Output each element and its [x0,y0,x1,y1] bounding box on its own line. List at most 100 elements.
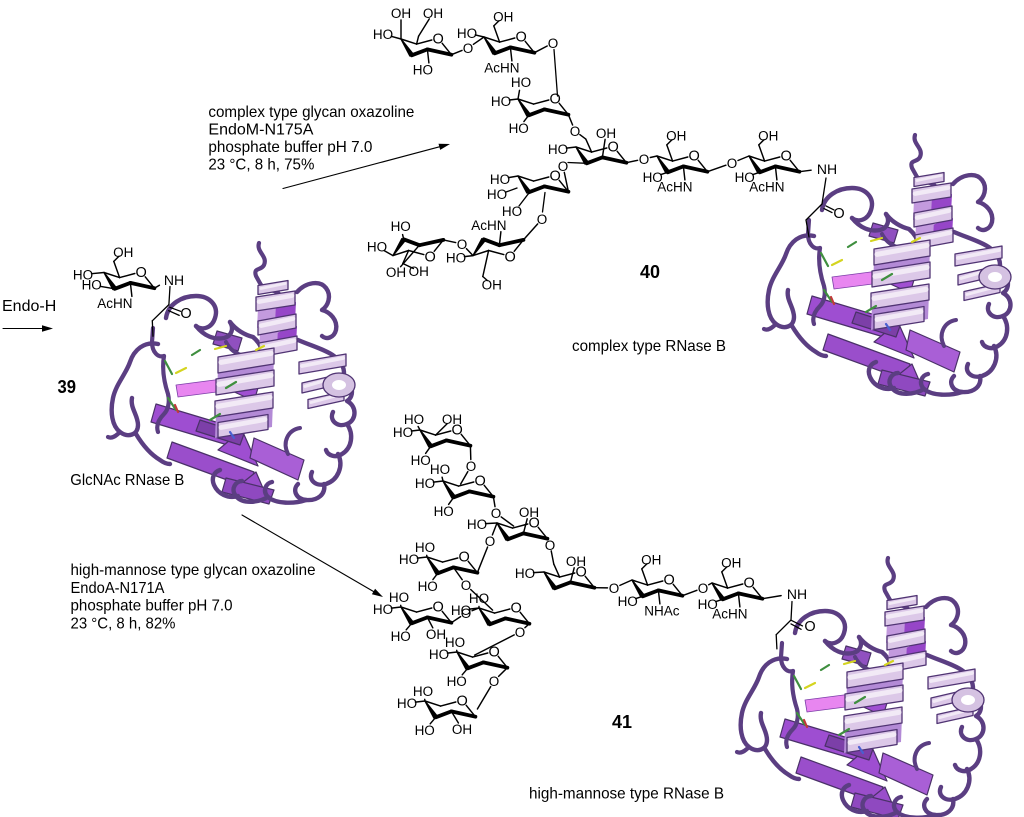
svg-text:O: O [570,124,581,139]
svg-text:O: O [456,694,467,710]
svg-text:O: O [485,534,496,549]
svg-text:O: O [489,674,500,689]
svg-text:O: O [432,32,443,48]
svg-text:HO: HO [643,170,663,185]
svg-text:OH: OH [758,128,778,143]
svg-text:OH: OH [641,552,661,567]
svg-text:HO: HO [397,696,417,711]
svg-text:AcHN: AcHN [97,296,132,311]
svg-text:40: 40 [640,262,660,282]
svg-text:O: O [698,581,709,596]
svg-text:HO: HO [490,172,510,187]
svg-text:high-mannose type RNase B: high-mannose type RNase B [529,786,724,803]
svg-text:AcHN: AcHN [471,218,506,233]
svg-text:HO: HO [404,412,424,427]
svg-text:O: O [491,506,502,521]
svg-text:OH: OH [493,9,513,24]
svg-text:O: O [639,152,650,167]
svg-text:O: O [575,565,586,581]
svg-text:OH: OH [566,554,586,569]
svg-text:HO: HO [415,476,435,491]
svg-text:O: O [180,306,191,322]
svg-text:O: O [451,423,462,439]
svg-text:HO: HO [413,62,433,77]
svg-text:O: O [833,206,844,222]
svg-text:HO: HO [73,267,93,282]
svg-text:NH: NH [817,161,837,177]
svg-text:OH: OH [423,6,443,21]
svg-text:O: O [549,169,560,185]
svg-text:O: O [515,30,526,46]
svg-text:O: O [461,578,472,593]
svg-text:OH: OH [721,555,741,570]
svg-text:OH: OH [113,245,133,260]
svg-text:OH: OH [386,265,406,280]
svg-text:HO: HO [446,251,466,266]
svg-text:HO: HO [735,170,755,185]
svg-text:O: O [515,625,526,640]
svg-text:O: O [548,36,559,51]
svg-text:O: O [528,516,539,532]
svg-text:HO: HO [445,635,465,650]
svg-text:complex type RNase B: complex type RNase B [572,338,726,355]
svg-text:HO: HO [451,603,471,618]
svg-text:41: 41 [612,712,632,732]
svg-text:O: O [607,140,618,156]
svg-text:O: O [688,149,699,165]
svg-text:O: O [743,576,754,592]
svg-text:HO: HO [82,278,102,293]
svg-text:O: O [504,250,515,266]
svg-text:HO: HO [509,121,529,136]
svg-text:OH: OH [391,6,411,21]
svg-text:OH: OH [666,128,686,143]
svg-text:23 °C, 8 h, 75%: 23 °C, 8 h, 75% [208,157,314,174]
svg-text:HO: HO [457,26,477,41]
svg-text:HO: HO [467,517,487,532]
svg-text:AcHN: AcHN [749,179,784,194]
svg-text:HO: HO [511,75,531,90]
svg-text:O: O [432,600,443,616]
svg-text:OH: OH [452,722,472,737]
svg-text:OH: OH [409,264,429,279]
svg-text:O: O [663,573,674,589]
svg-text:HO: HO [515,566,535,581]
svg-text:NH: NH [787,586,807,602]
svg-text:O: O [558,159,569,174]
svg-text:HO: HO [447,674,467,689]
svg-text:HO: HO [469,591,489,606]
svg-text:O: O [545,538,556,553]
svg-text:AcHN: AcHN [484,60,519,75]
svg-text:phosphate buffer pH 7.0: phosphate buffer pH 7.0 [71,598,233,615]
svg-text:HO: HO [391,219,411,234]
svg-text:O: O [549,92,560,108]
svg-text:HO: HO [389,590,409,605]
svg-text:O: O [424,250,435,266]
svg-text:AcHN: AcHN [657,179,692,194]
svg-text:HO: HO [430,462,450,477]
svg-text:high-mannose type glycan oxazo: high-mannose type glycan oxazoline [71,562,316,579]
svg-text:complex type glycan oxazoline: complex type glycan oxazoline [208,104,414,121]
svg-text:HO: HO [548,142,568,157]
svg-text:HO: HO [393,425,413,440]
svg-text:NHAc: NHAc [644,603,680,618]
svg-text:OH: OH [519,505,539,520]
svg-text:O: O [537,212,548,227]
svg-text:O: O [804,619,815,635]
svg-text:HO: HO [502,204,522,219]
svg-text:HO: HO [487,187,507,202]
svg-text:O: O [510,601,521,617]
svg-text:OH: OH [442,412,462,427]
svg-text:HO: HO [434,504,454,519]
svg-text:HO: HO [618,594,638,609]
svg-text:EndoM-N175A: EndoM-N175A [208,122,313,139]
svg-text:HO: HO [418,579,438,594]
svg-text:O: O [458,550,469,566]
svg-text:39: 39 [58,377,77,397]
svg-text:O: O [461,606,472,621]
svg-text:O: O [463,41,474,56]
svg-text:HO: HO [411,453,431,468]
svg-text:GlcNAc RNase B: GlcNAc RNase B [70,472,184,489]
svg-text:O: O [135,265,146,281]
svg-text:23 °C, 8 h, 82%: 23 °C, 8 h, 82% [71,615,176,632]
svg-text:OH: OH [482,277,502,292]
